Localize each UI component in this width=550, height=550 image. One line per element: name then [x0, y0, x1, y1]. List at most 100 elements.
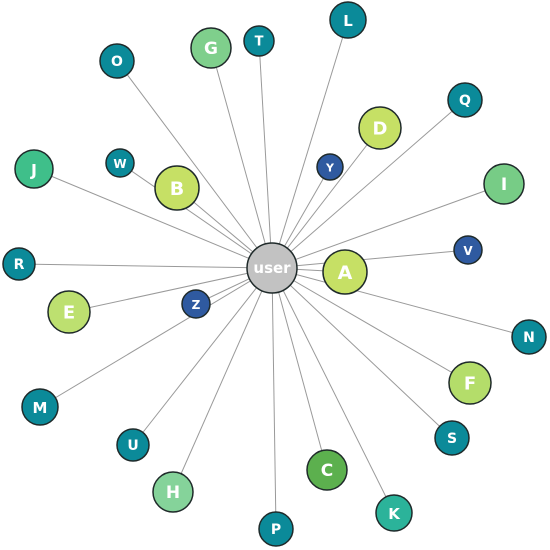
center-node[interactable]: user: [246, 242, 298, 294]
edge-user-h: [172, 267, 273, 493]
node-c[interactable]: C: [306, 449, 348, 491]
node-h-circle: [152, 471, 194, 513]
node-y[interactable]: Y: [316, 153, 344, 181]
node-h[interactable]: H: [152, 471, 194, 513]
edge-user-j: [33, 168, 273, 269]
node-u-circle: [116, 428, 150, 462]
node-k-label: K: [388, 505, 401, 523]
node-e[interactable]: E: [47, 290, 91, 334]
node-c-circle: [306, 449, 348, 491]
node-p[interactable]: P: [258, 511, 294, 547]
node-g[interactable]: G: [190, 27, 232, 69]
node-j-circle: [14, 149, 54, 189]
node-z[interactable]: Z: [181, 289, 211, 319]
node-t[interactable]: T: [243, 25, 275, 57]
edge-user-t: [258, 40, 273, 269]
node-e-label: E: [63, 303, 75, 324]
node-w-circle: [105, 148, 135, 178]
node-t-label: T: [255, 35, 264, 50]
edge-user-d: [271, 127, 381, 269]
edge-user-c: [271, 267, 328, 471]
node-q-label: Q: [459, 93, 471, 109]
node-l-label: L: [343, 12, 353, 30]
edge-user-e: [68, 267, 273, 313]
node-p-label: P: [271, 522, 281, 538]
node-f-circle: [448, 361, 492, 405]
center-node-circle: [246, 242, 298, 294]
node-w[interactable]: W: [105, 148, 135, 178]
node-s-label: S: [447, 431, 457, 447]
edge-user-f: [271, 267, 471, 384]
node-m-circle: [21, 388, 59, 426]
node-z-circle: [181, 289, 211, 319]
node-n-label: N: [523, 330, 535, 346]
node-i-label: I: [501, 175, 507, 195]
node-e-circle: [47, 290, 91, 334]
node-o-circle: [99, 43, 135, 79]
edge-user-q: [271, 99, 466, 269]
node-y-circle: [316, 153, 344, 181]
node-u[interactable]: U: [116, 428, 150, 462]
node-r[interactable]: R: [2, 247, 36, 281]
node-k[interactable]: K: [375, 494, 413, 532]
node-d-circle: [358, 106, 402, 150]
node-b-circle: [154, 165, 200, 211]
edge-user-g: [210, 47, 273, 269]
edge-user-i: [271, 183, 505, 269]
node-l-circle: [329, 1, 367, 39]
node-b[interactable]: B: [154, 165, 200, 211]
edge-user-k: [271, 267, 395, 514]
node-m-label: M: [33, 399, 48, 417]
node-d-label: D: [373, 119, 388, 140]
node-o-label: O: [111, 54, 123, 70]
node-n-circle: [511, 319, 547, 355]
edge-user-o: [116, 60, 273, 269]
node-i-circle: [483, 163, 525, 205]
node-v[interactable]: V: [453, 235, 483, 265]
edge-user-s: [271, 267, 453, 439]
node-q[interactable]: Q: [447, 82, 483, 118]
center-node-label: user: [253, 259, 291, 277]
node-f[interactable]: F: [448, 361, 492, 405]
edge-user-r: [18, 263, 273, 269]
node-g-circle: [190, 27, 232, 69]
node-a-label: A: [338, 262, 353, 284]
node-w-label: W: [113, 157, 126, 171]
node-b-label: B: [170, 178, 184, 200]
node-f-label: F: [464, 374, 476, 395]
node-j-label: J: [30, 161, 37, 180]
node-l[interactable]: L: [329, 1, 367, 39]
edge-user-l: [271, 19, 349, 269]
node-y-label: Y: [325, 162, 335, 175]
edge-user-u: [132, 267, 273, 446]
node-k-circle: [375, 494, 413, 532]
edge-user-v: [271, 249, 469, 269]
edge-user-w: [119, 162, 273, 269]
edge-user-m: [39, 267, 273, 408]
node-v-label: V: [463, 244, 473, 258]
node-o[interactable]: O: [99, 43, 135, 79]
node-j[interactable]: J: [14, 149, 54, 189]
node-a[interactable]: A: [322, 249, 368, 295]
node-q-circle: [447, 82, 483, 118]
node-r-label: R: [14, 257, 25, 273]
node-g-label: G: [204, 39, 218, 59]
node-a-circle: [322, 249, 368, 295]
node-h-label: H: [166, 483, 180, 503]
node-d[interactable]: D: [358, 106, 402, 150]
node-s-circle: [434, 420, 470, 456]
edge-layer: [18, 19, 530, 530]
node-z-label: Z: [192, 298, 201, 312]
node-c-label: C: [321, 461, 333, 481]
node-t-circle: [243, 25, 275, 57]
node-i[interactable]: I: [483, 163, 525, 205]
node-s[interactable]: S: [434, 420, 470, 456]
edge-user-n: [271, 267, 530, 338]
node-m[interactable]: M: [21, 388, 59, 426]
node-p-circle: [258, 511, 294, 547]
node-u-label: U: [127, 438, 138, 454]
node-n[interactable]: N: [511, 319, 547, 355]
edge-user-p: [271, 267, 277, 530]
